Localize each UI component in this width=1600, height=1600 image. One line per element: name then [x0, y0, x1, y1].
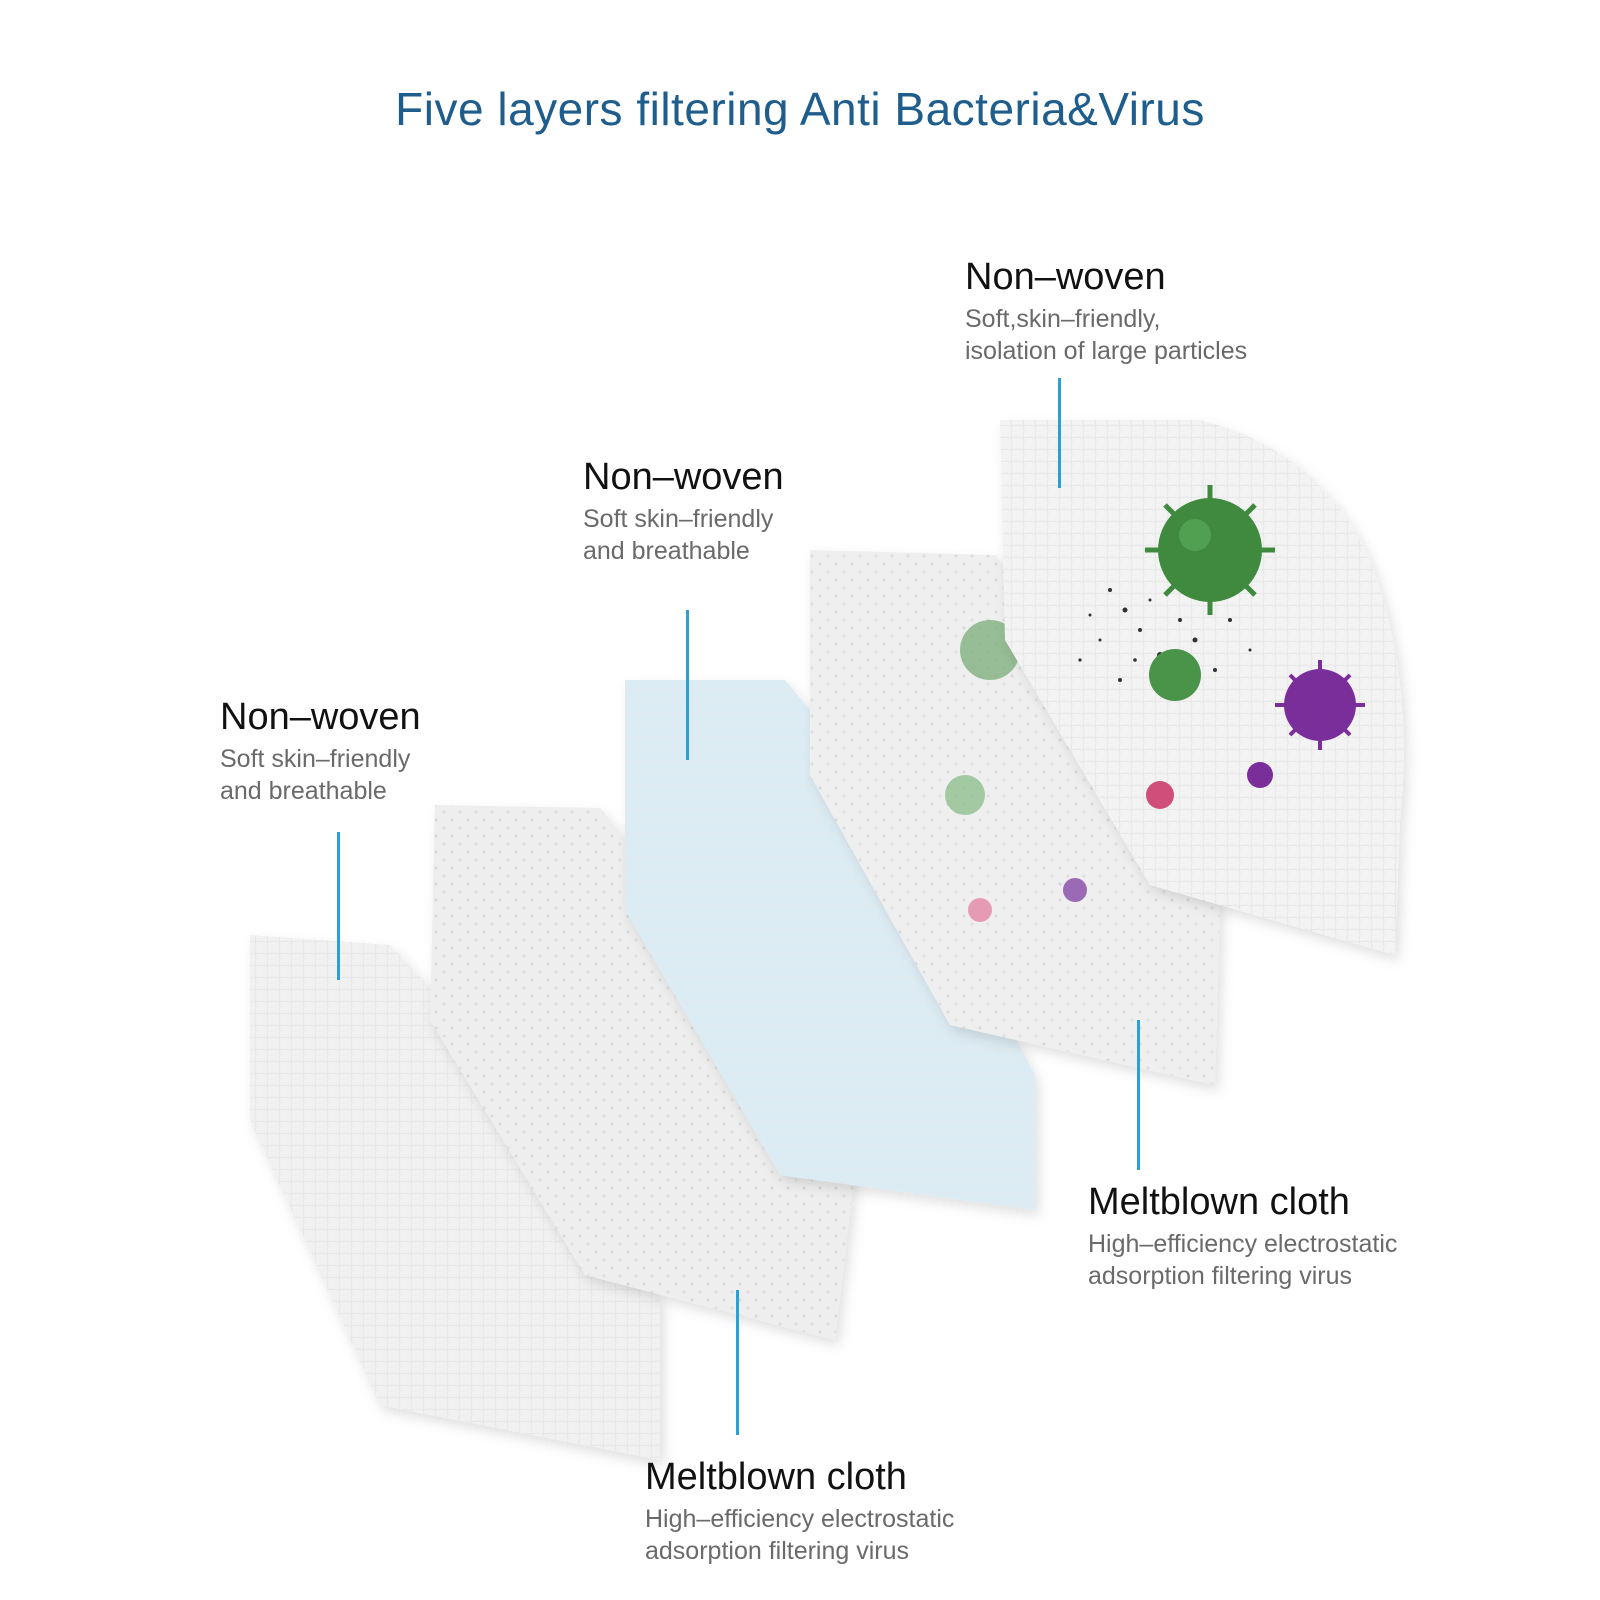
purple-virus-icon: [1275, 660, 1365, 750]
layer-1-heading: Non–woven: [220, 696, 421, 738]
layer-2-desc: High–efficiency electrostatic adsorption…: [645, 1505, 955, 1565]
layer-3-non-woven-sheet-blue: [625, 680, 1035, 1210]
layer-1-desc: Soft skin–friendly and breathable: [220, 745, 411, 805]
green-virus-icon: [1149, 649, 1201, 701]
layer-3-heading: Non–woven: [583, 456, 784, 498]
connector-layer-2: [736, 1290, 739, 1435]
connector-layer-1: [337, 832, 340, 980]
connector-layer-3: [686, 610, 689, 760]
layer-2-meltblown-sheet: [430, 805, 855, 1340]
layer-5-heading: Non–woven: [965, 256, 1166, 298]
page-title: Five layers filtering Anti Bacteria&Viru…: [395, 83, 1205, 135]
layer-4-label: Meltblown cloth High–efficiency electros…: [1088, 1180, 1397, 1292]
layer-2-label: Meltblown cloth High–efficiency electros…: [645, 1455, 954, 1567]
layer-1-label: Non–woven Soft skin–friendly and breatha…: [220, 695, 421, 807]
green-virus-icon: [1145, 485, 1275, 615]
layer-2-heading: Meltblown cloth: [645, 1456, 907, 1498]
purple-virus-icon: [1247, 762, 1273, 788]
layer-3-label: Non–woven Soft skin–friendly and breatha…: [583, 455, 784, 567]
layer-1-non-woven-sheet: [250, 935, 660, 1460]
connector-layer-4: [1137, 1020, 1140, 1170]
layer-5-desc: Soft,skin–friendly, isolation of large p…: [965, 305, 1248, 365]
pink-virus-icon: [1146, 781, 1174, 809]
layer-3-desc: Soft skin–friendly and breathable: [583, 505, 774, 565]
layer-5-label: Non–woven Soft,skin–friendly, isolation …: [965, 255, 1247, 367]
connector-layer-5: [1058, 378, 1061, 488]
layer-5-non-woven-sheet: [1000, 420, 1404, 955]
layer-4-heading: Meltblown cloth: [1088, 1181, 1350, 1223]
layer-4-desc: High–efficiency electrostatic adsorption…: [1088, 1230, 1398, 1290]
